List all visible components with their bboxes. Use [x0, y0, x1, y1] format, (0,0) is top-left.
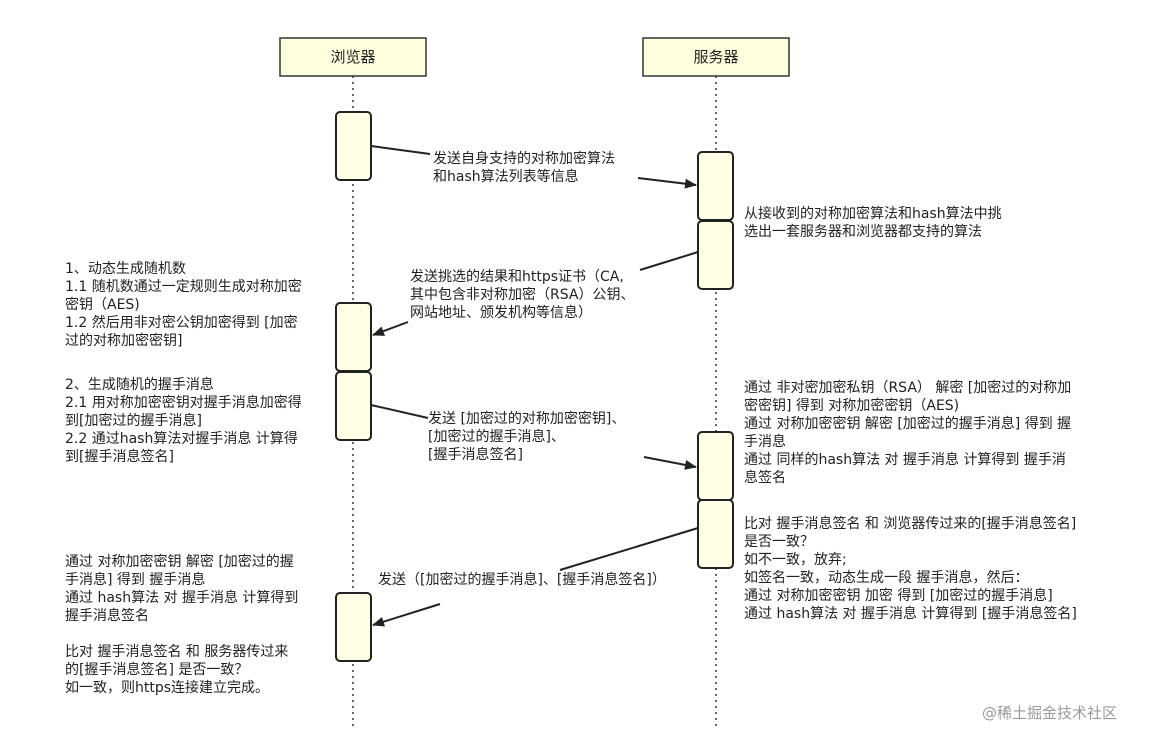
message-label-2: 发送挑选的结果和https证书（CA, 其中包含非对称加密（RSA）公钥、 网站… [410, 269, 635, 321]
message-arrow-2-head [372, 321, 409, 336]
server-actor-label: 服务器 [693, 48, 739, 66]
browser-actor-label: 浏览器 [330, 48, 376, 66]
server-activation-2 [697, 220, 734, 290]
browser-activation-1 [335, 111, 372, 181]
server-activation-3 [697, 431, 734, 501]
browser-actor-box [279, 37, 427, 77]
note-server-decrypt: 通过 非对密加密私钥（RSA） 解密 [加密过的对称加 密密钥] 得到 对称加密… [744, 380, 1072, 486]
note-server-select: 从接收到的对称加密算法和hash算法中挑 选出一套服务器和浏览器都支持的算法 [744, 206, 1002, 240]
message-arrow-3-head [643, 456, 697, 470]
note-browser-handshake: 2、生成随机的握手消息 2.1 用对称加密密钥对握手消息加密得 到[加密过的握手… [65, 377, 302, 465]
message-arrow-1-head [637, 177, 697, 189]
message-arrow-3-tail [370, 404, 429, 419]
note-browser-gen-key: 1、动态生成随机数 1.1 随机数通过一定规则生成对称加密 密钥（AES) 1.… [65, 261, 302, 349]
server-activation-4 [697, 499, 734, 569]
message-label-3: 发送 [加密过的对称加密密钥]、 [加密过的握手消息]、 [握手消息签名] [428, 411, 626, 463]
note-server-compare: 比对 握手消息签名 和 浏览器传过来的[握手消息签名] 是否一致？ 如不一致，放… [744, 516, 1077, 622]
message-arrow-2-tail [639, 251, 699, 271]
server-actor-box [642, 37, 790, 77]
message-arrow-1 [370, 145, 431, 155]
browser-activation-4 [335, 592, 372, 662]
watermark-text: @稀土掘金技术社区 [982, 704, 1118, 722]
browser-activation-3 [335, 371, 372, 441]
server-activation-1 [697, 151, 734, 221]
message-arrow-4-tail [559, 527, 699, 571]
message-label-4: 发送（[加密过的握手消息]、[握手消息签名]） [378, 572, 666, 588]
message-label-1: 发送自身支持的对称加密算法 和hash算法列表等信息 [433, 151, 615, 185]
note-browser-final: 通过 对称加密密钥 解密 [加密过的握 手消息] 得到 握手消息 通过 hash… [65, 554, 299, 696]
browser-activation-2 [335, 302, 372, 372]
message-arrow-4-head [372, 603, 441, 627]
